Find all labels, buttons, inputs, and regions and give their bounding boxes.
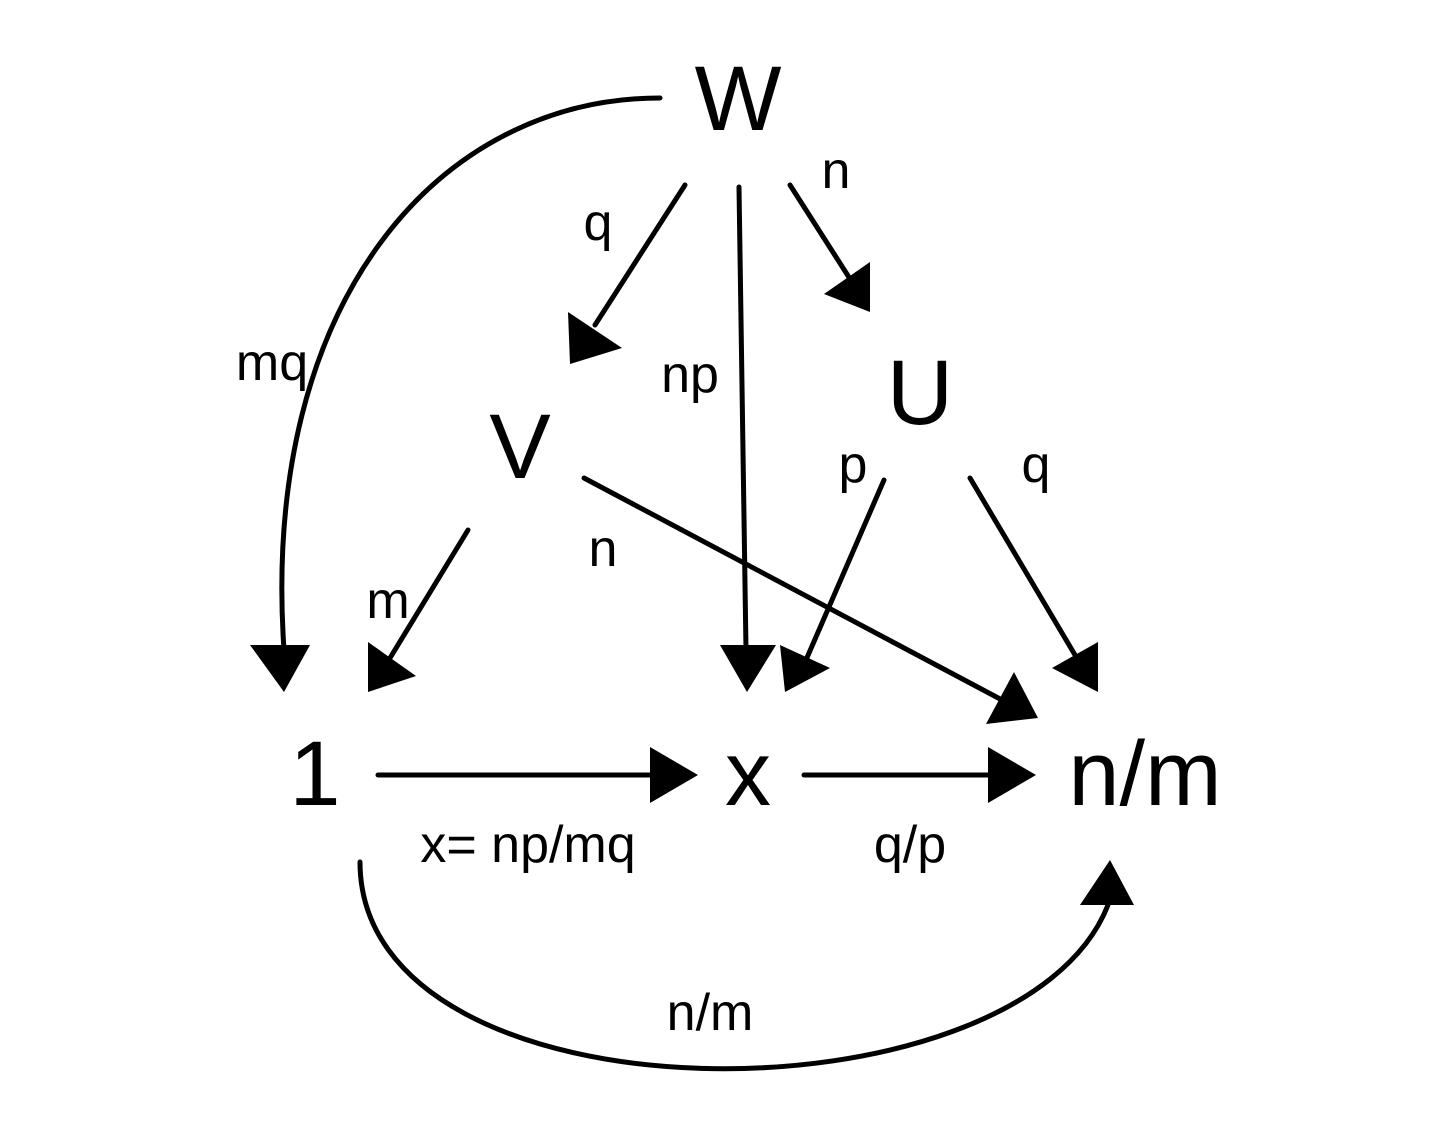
edge-one-to-nm: [357, 859, 1111, 1072]
label-w-to-u: n: [822, 142, 851, 200]
arrowhead-w-to-u: [824, 262, 870, 312]
label-w-to-v: q: [584, 194, 613, 252]
label-u-to-x: p: [839, 436, 868, 494]
arrowhead-v-to-one: [368, 642, 416, 692]
edge-u-to-nm: [967, 475, 1081, 663]
label-w-to-one: mq: [236, 334, 308, 392]
node-x: x: [725, 723, 771, 825]
edge-w-to-x: [736, 184, 749, 653]
label-w-to-x: np: [661, 346, 719, 404]
edge-w-to-u: [787, 182, 855, 285]
arrowhead-v-to-nm: [986, 672, 1038, 724]
label-u-to-nm: q: [1022, 436, 1051, 494]
node-w: W: [695, 48, 782, 150]
node-v: V: [489, 396, 550, 498]
node-nm: n/m: [1068, 723, 1221, 825]
label-one-to-nm: n/m: [667, 984, 754, 1042]
edge-u-to-x: [803, 477, 887, 663]
edge-w-to-one: [279, 95, 663, 653]
node-u: U: [887, 342, 953, 444]
label-one-to-x: x= np/mq: [420, 816, 635, 874]
arrowhead-u-to-x: [780, 645, 830, 692]
label-x-to-nm: q/p: [874, 816, 946, 874]
arrowhead-w-to-x: [720, 645, 776, 692]
edge-v-to-one: [387, 527, 471, 661]
edge-w-to-v: [592, 182, 688, 328]
edge-v-to-nm: [581, 475, 1005, 703]
arrowhead-u-to-nm: [1052, 642, 1098, 692]
arrowhead-one-to-x: [650, 747, 698, 803]
label-v-to-nm: n: [589, 520, 618, 578]
arrowhead-x-to-nm: [988, 747, 1036, 803]
label-v-to-one: m: [366, 572, 409, 630]
arrowhead-one-to-nm: [1080, 860, 1134, 905]
node-one: 1: [289, 723, 340, 825]
arrowhead-w-to-one: [250, 645, 310, 692]
arrowhead-w-to-v: [568, 312, 622, 364]
